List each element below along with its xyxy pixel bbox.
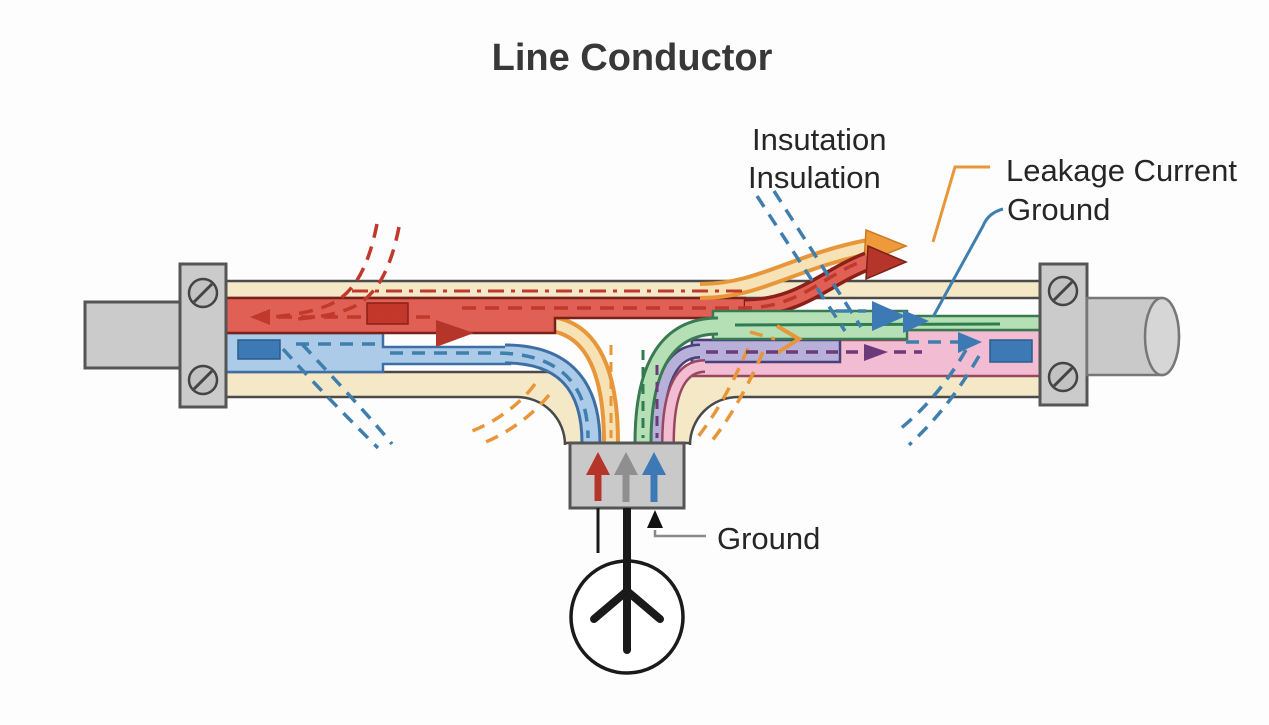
right-cable-end xyxy=(1085,296,1181,377)
label-leakage-current: Leakage Current xyxy=(1006,153,1237,188)
ground-connection xyxy=(569,508,706,675)
ground-label-leader xyxy=(653,530,706,538)
red-dashed-leakage-lines xyxy=(270,223,861,321)
junction-blue-arrow xyxy=(642,452,666,502)
red-arrowhead xyxy=(865,244,908,281)
blue-conductor-marker xyxy=(237,339,281,360)
drop-band-dashes xyxy=(609,345,659,438)
red-leakage-arrow xyxy=(436,320,474,347)
blue-conductor-marker-right xyxy=(989,339,1033,363)
red-conductor-marker xyxy=(366,302,409,325)
purple-dashed-current-line xyxy=(706,344,922,361)
label-ground-right: Ground xyxy=(1007,192,1110,227)
label-ground-bottom: Ground xyxy=(717,521,820,556)
diagram-title: Line Conductor xyxy=(492,37,773,79)
leakage-current-leader xyxy=(931,165,990,243)
red-dashed-arrowhead-left xyxy=(250,309,270,325)
ground-pointer-arrow xyxy=(647,510,663,528)
junction-box xyxy=(568,441,686,510)
junction-gray-arrow xyxy=(614,452,638,502)
orange-chevron-arrow xyxy=(775,324,803,355)
blue-dashed-arrowhead xyxy=(958,332,982,353)
insulation-layer-bottom-left xyxy=(223,370,587,446)
label-insulation-top: Insutation xyxy=(752,122,886,157)
left-cable-stub xyxy=(83,300,182,370)
earth-symbol xyxy=(590,557,664,654)
left-clamp xyxy=(178,262,228,409)
ground-current-arrows xyxy=(836,301,929,333)
blue-dashed-leakage-lines xyxy=(281,190,981,450)
junction-red-arrow xyxy=(586,452,610,501)
pink-band-details xyxy=(906,332,1033,363)
orange-dashed-leakage-lines xyxy=(466,330,776,446)
ground-right-leader xyxy=(931,207,1004,318)
sheath-pink-curve xyxy=(661,359,706,444)
insulation-layer-bottom-right xyxy=(670,373,1042,446)
label-insulation-bottom: Insulation xyxy=(748,160,881,195)
right-clamp xyxy=(1038,262,1089,407)
